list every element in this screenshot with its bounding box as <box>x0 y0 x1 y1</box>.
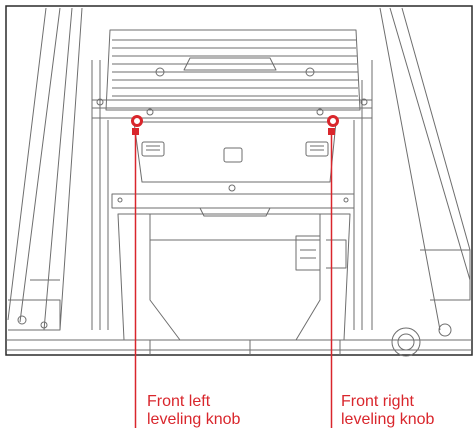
front-right-knob-ring <box>327 115 339 127</box>
top-cover <box>105 29 361 111</box>
front-right-knob-marker <box>327 115 339 428</box>
front-right-label: Front right leveling knob <box>341 393 434 429</box>
carriage-bar <box>111 193 355 209</box>
front-left-label: Front left leveling knob <box>147 393 240 429</box>
front-left-knob-square <box>132 128 139 135</box>
front-right-knob-square <box>328 128 335 135</box>
front-right-label-line1: Front right <box>341 393 414 410</box>
front-right-label-line2: leveling knob <box>341 411 435 428</box>
front-left-knob-ring <box>131 115 143 127</box>
right-frame-rails <box>371 7 471 331</box>
line-art <box>6 7 472 357</box>
front-left-knob-marker <box>131 115 143 428</box>
front-left-label-line1: Front left <box>147 393 211 410</box>
left-frame-rails <box>7 7 83 331</box>
build-plate <box>133 121 337 183</box>
front-left-label-line2: leveling knob <box>147 411 241 428</box>
right-inner-rail <box>353 80 363 330</box>
cross-bar <box>91 99 373 119</box>
